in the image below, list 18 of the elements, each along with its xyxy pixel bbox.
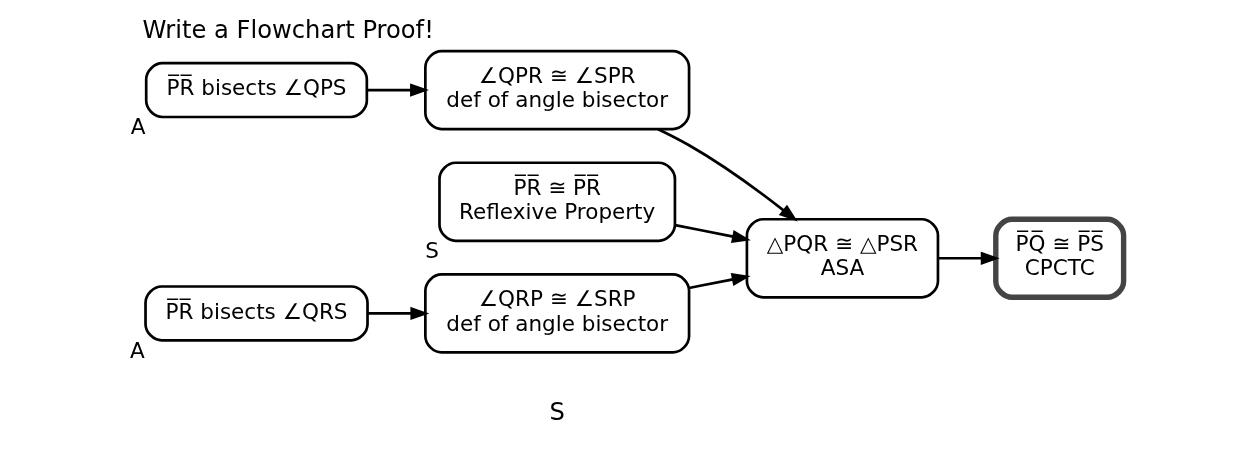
node-box: P̅Q̅ ≅ P̅S̅ CPCTC [992, 216, 1126, 300]
node-box: ∠QRP ≅ ∠SRP def of angle bisector [423, 273, 690, 354]
arrow [657, 128, 798, 222]
node-label: S [424, 238, 439, 263]
node-box: P̅R̅ bisects ∠QPS [144, 61, 368, 119]
node-label: A [130, 114, 145, 140]
node-box: ∠QPR ≅ ∠SPR def of angle bisector [423, 49, 690, 131]
arrow [674, 223, 751, 243]
arrow [366, 83, 429, 97]
diagram-title: Write a Flowchart Proof! [141, 16, 434, 45]
arrow [688, 273, 750, 290]
node-box: P̅R̅ ≅ P̅R̅ Reflexive Property [437, 161, 676, 243]
arrow [367, 306, 429, 321]
arrow [938, 251, 1000, 265]
label: S [549, 398, 565, 427]
node-label: A [129, 337, 145, 363]
node-box: P̅R̅ bisects ∠QRS [143, 285, 369, 342]
node-box: △PQR ≅ △PSR ASA [745, 217, 939, 299]
